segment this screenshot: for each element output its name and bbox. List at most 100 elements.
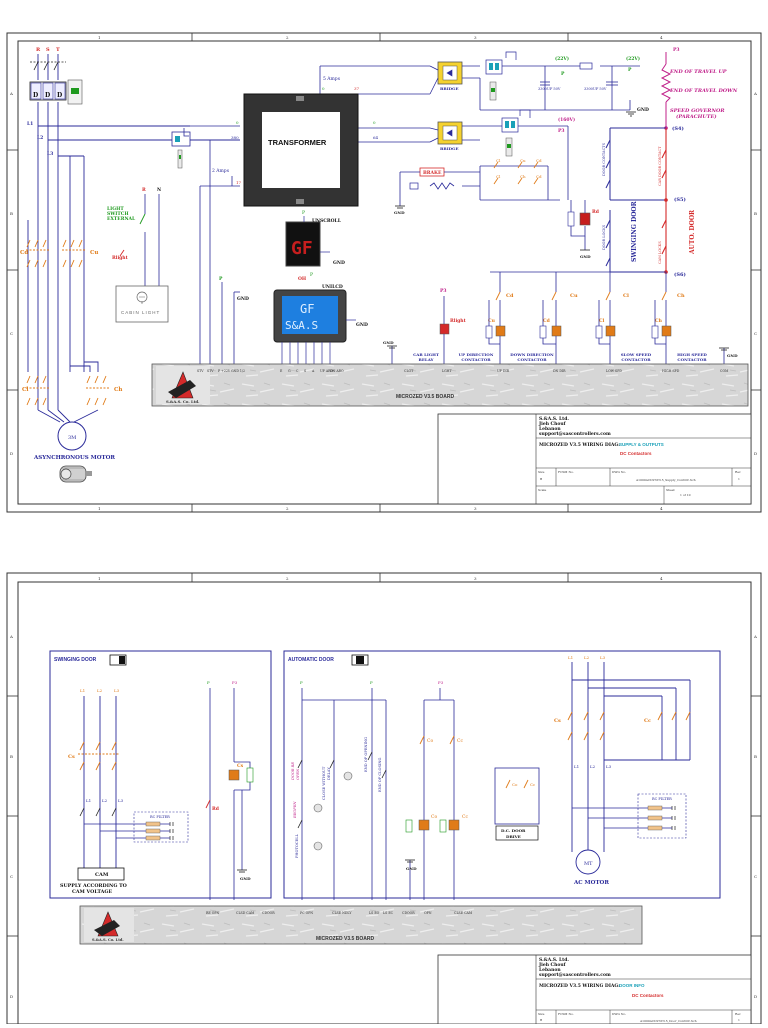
dwg-label: DWG No.: [612, 470, 626, 474]
tap-label: 37: [354, 86, 360, 91]
coil-row: [439, 323, 672, 339]
fcsm-label: FCSM No.: [558, 1012, 574, 1016]
p-label: P: [300, 680, 303, 685]
gnd-label: GND: [240, 876, 251, 881]
co-label: Co: [512, 782, 518, 787]
automatic-door-panel: AUTOMATIC DOOR P P P3: [283, 650, 721, 900]
tap-label: 0: [322, 86, 325, 91]
gnd-label: GND: [637, 107, 649, 113]
end-up-label: END OF TRAVEL UP: [669, 69, 727, 75]
p-label: P: [207, 680, 210, 685]
v22-label: (22V): [555, 55, 569, 62]
slow-speed-label: SLOW SPEED: [621, 352, 652, 357]
gnd-label: GND: [237, 296, 249, 302]
r-label: R: [142, 187, 146, 193]
co-label: Co: [427, 738, 433, 744]
cl-label: Cl: [22, 387, 28, 393]
line-l2-label: L2: [37, 135, 43, 141]
cap-label: 3300UF 50V: [584, 87, 607, 91]
company-line: support@sascontrollers.com: [539, 430, 611, 437]
svg-text:Cl: Cl: [496, 158, 501, 163]
mt-label: MT: [584, 861, 593, 867]
ac-motor-label: AC MOTOR: [573, 880, 609, 886]
col-label: 1: [98, 576, 101, 581]
l-label: L3: [118, 798, 124, 803]
svg-text:Ch: Ch: [520, 174, 526, 179]
s6-label: (S6): [674, 271, 686, 278]
terminal-label: LS EO: [369, 911, 380, 915]
high-speed-label: HIGH SPEED: [677, 352, 707, 357]
row-label: D: [10, 994, 13, 999]
cabin-light-circuit: LIGHT SWITCH EXTERNAL R N Rlight CABIN L…: [107, 187, 169, 323]
svg-text:Cl: Cl: [496, 174, 501, 179]
board-label: MICROZED V3.5 BOARD: [316, 936, 374, 942]
svg-text:L2: L2: [590, 764, 596, 769]
photocell-label: REOPEN: [293, 801, 297, 819]
board-label: MICROZED V3.5 BOARD: [396, 394, 454, 400]
breaker-label: D: [45, 92, 50, 99]
rd-relay: Rd GND: [567, 200, 600, 259]
gf-display-text: GF: [291, 238, 313, 259]
cs-label: Cs: [237, 763, 244, 769]
logo-text: S.&A.S. Co. Ltd.: [166, 399, 200, 404]
row-label: B: [754, 211, 757, 216]
swinging-door-label: SWINGING DOOR: [631, 200, 638, 262]
svg-text:Cd: Cd: [536, 174, 542, 179]
sheet-label: Sheet: [666, 488, 676, 492]
cc-label: Cc: [462, 814, 468, 820]
tap-label: 0: [373, 120, 376, 125]
col-label: 3: [474, 576, 477, 581]
terminal-label: G: [288, 369, 291, 373]
amps-2-label: 2 Amps: [212, 168, 230, 174]
terminal-label: HIGH SPD: [662, 369, 680, 373]
oh-label: OH: [298, 276, 307, 282]
rlight-label: Rlight: [450, 318, 467, 324]
svg-text:L1: L1: [574, 764, 579, 769]
car-light-relay-label: CAR LIGHT: [413, 352, 439, 357]
terminal-label: E: [280, 369, 283, 373]
cam-label: CAM: [95, 872, 109, 878]
row-label: A: [753, 634, 757, 639]
dc-contactors-label: DC Contactors: [620, 451, 652, 456]
company-line: Lebanon: [539, 967, 561, 973]
svg-text:Cu: Cu: [488, 318, 496, 324]
terminal-label: CDOOR: [402, 911, 415, 915]
rlight-label: Rlight: [112, 255, 129, 261]
p-label: P: [370, 680, 373, 685]
brake-label: BRAKE: [423, 170, 442, 176]
svg-text:Cl: Cl: [599, 318, 605, 324]
cc-label: Cc: [644, 718, 651, 724]
slow-speed-label: CONTACTOR: [621, 357, 651, 362]
row-label: C: [754, 331, 757, 336]
terminal-label: CLGT: [404, 369, 414, 373]
svg-text:L1: L1: [568, 655, 573, 660]
row-label: B: [754, 754, 757, 759]
dc-door-label: DRIVE: [506, 834, 521, 839]
swinging-door-title: SWINGING DOOR: [54, 657, 97, 663]
contactor-label: Cd: [506, 293, 514, 299]
rd-label: Rd: [212, 806, 220, 812]
line-l1-label: L1: [27, 121, 33, 127]
fcsm-label: FCSM No.: [558, 470, 574, 474]
gnd-label: GND: [394, 210, 405, 215]
n-label: N: [157, 187, 161, 193]
close-without-delay: DELAY: [327, 767, 331, 780]
diagram-title: MICROZED V3.5 WIRING DIAG:: [539, 442, 620, 448]
size-label: Size: [538, 1012, 545, 1016]
p3-label: P3: [232, 680, 238, 685]
terminal-label: S: [304, 369, 306, 373]
sheet-1: 1 2 3 4 1 2 3 4 A B C D A B C D R S T: [6, 32, 762, 513]
terminal-label: LS EC: [383, 911, 394, 915]
contactor-label: Ch: [677, 293, 685, 299]
company-line: Jieh Chouf: [538, 962, 567, 968]
terminal-label: UP ARO: [320, 369, 334, 373]
p3-label: P3: [673, 47, 680, 53]
terminal-label: C: [296, 369, 299, 373]
cc-label: Cc: [530, 782, 536, 787]
row-label: B: [10, 211, 13, 216]
microzed-board-2: S.&A.S. Co. Ltd. MICROZED V3.5 BOARD RE …: [79, 905, 643, 945]
bridge-top: BRIDGE: [437, 61, 463, 91]
phase-r-label: R: [36, 47, 41, 53]
phase-t-label: T: [56, 47, 60, 53]
cu-label: Cu: [90, 250, 98, 256]
